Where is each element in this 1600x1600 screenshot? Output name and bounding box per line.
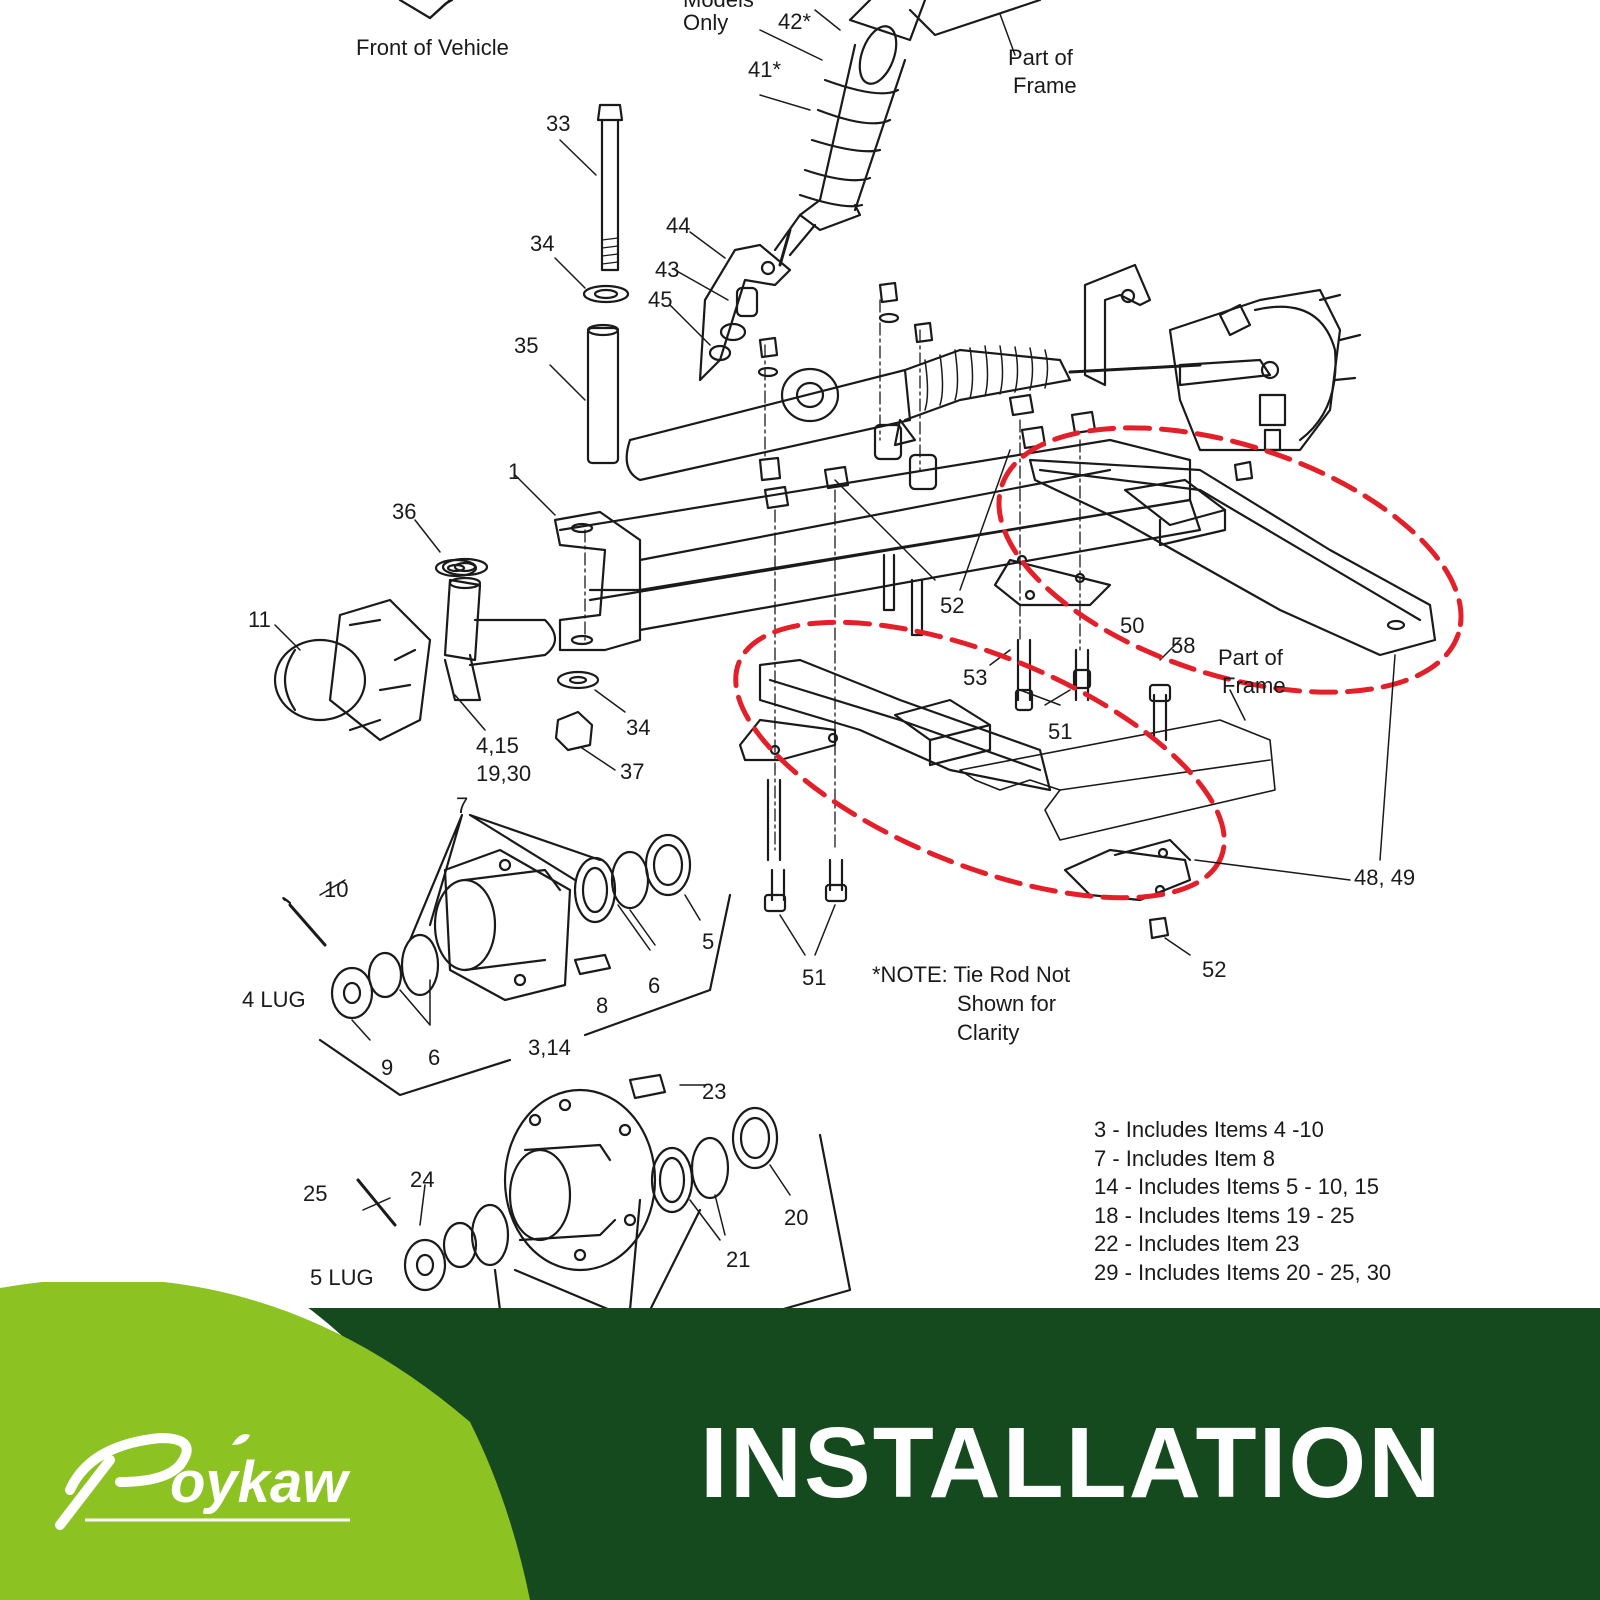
guide-lines xyxy=(584,299,1081,851)
hub-5-lug-assembly xyxy=(356,1073,852,1310)
callout-51-lower: 51 xyxy=(802,965,827,990)
callout-41: 41* xyxy=(748,57,782,82)
callout-4-15: 4,15 xyxy=(476,733,519,758)
includes-notes: 3 - Includes Items 4 -10 7 - Includes It… xyxy=(1094,1116,1391,1287)
callout-1: 1 xyxy=(508,459,521,484)
plate-50-lower xyxy=(738,718,839,762)
rack-bushings xyxy=(757,281,938,491)
note-line: 29 - Includes Items 20 - 25, 30 xyxy=(1094,1259,1392,1285)
callout-20: 20 xyxy=(784,1205,809,1230)
callout-51-upper: 51 xyxy=(1048,719,1073,744)
left-spindle-hub-11 xyxy=(273,557,557,742)
leaf-spring-lower xyxy=(758,658,1052,792)
callout-35: 35 xyxy=(514,333,539,358)
note-line: 3 - Includes Items 4 -10 xyxy=(1094,1117,1324,1142)
bolt-33 xyxy=(559,103,624,272)
models-only-label-top: Models xyxy=(683,0,754,12)
right-spindle xyxy=(1083,263,1362,482)
note-line: 14 - Includes Items 5 - 10, 15 xyxy=(1094,1174,1379,1199)
note-line: 18 - Includes Items 19 - 25 xyxy=(1094,1202,1355,1228)
callout-36: 36 xyxy=(392,499,417,524)
tie-rod-note-line-2: Shown for xyxy=(957,991,1057,1016)
callout-24: 24 xyxy=(410,1167,435,1192)
part-of-frame-top-1: Part of xyxy=(1008,45,1073,70)
hub-4-lug-assembly xyxy=(282,813,732,1097)
callout-33: 33 xyxy=(546,111,571,136)
callout-52-bottom: 52 xyxy=(1202,957,1227,982)
callout-52-mid: 52 xyxy=(940,593,965,618)
callout-3-14: 3,14 xyxy=(528,1035,571,1060)
bolts-51-53 xyxy=(763,553,1181,956)
callout-50: 50 xyxy=(1120,613,1145,638)
callout-5: 5 xyxy=(702,929,715,954)
callout-6-left: 6 xyxy=(428,1045,441,1070)
callout-43: 43 xyxy=(655,257,680,282)
callout-23: 23 xyxy=(702,1079,727,1104)
part-of-frame-mid-1: Part of xyxy=(1218,645,1283,670)
callout-53: 53 xyxy=(963,665,988,690)
callout-7: 7 xyxy=(456,793,469,818)
models-only-label: Only xyxy=(683,10,729,35)
callout-34-bottom: 34 xyxy=(626,715,651,740)
callout-25: 25 xyxy=(303,1181,328,1206)
front-of-vehicle-arrow xyxy=(398,0,454,20)
washer-34-top xyxy=(554,257,630,304)
callout-34-top: 34 xyxy=(530,231,555,256)
note-line: 22 - Includes Item 23 xyxy=(1094,1231,1300,1256)
note-line: 7 - Includes Item 8 xyxy=(1094,1145,1275,1171)
callout-8: 8 xyxy=(596,993,609,1018)
callout-10: 10 xyxy=(324,877,349,902)
part-of-frame-mid-2: Frame xyxy=(1222,673,1286,698)
front-axle-beam xyxy=(514,438,1202,652)
steering-rack xyxy=(625,345,1202,482)
spacer-35 xyxy=(549,323,620,465)
callout-19-30: 19,30 xyxy=(476,761,532,786)
callout-42: 42* xyxy=(778,9,812,34)
front-of-vehicle-label: Front of Vehicle xyxy=(356,35,509,60)
highlight-ovals xyxy=(733,425,1464,901)
callout-44: 44 xyxy=(666,213,691,238)
callout-48-49: 48, 49 xyxy=(1354,865,1416,890)
tie-rod-note: *NOTE: Tie Rod Not Shown for Clarity xyxy=(872,960,1070,1047)
frame-part-mid xyxy=(959,689,1276,841)
callout-4-lug: 4 LUG xyxy=(242,987,306,1012)
callout-6-right: 6 xyxy=(648,973,661,998)
callout-5-lug: 5 LUG xyxy=(310,1265,374,1290)
callout-11: 11 xyxy=(248,607,271,632)
tie-rod-note-line-1: *NOTE: Tie Rod Not xyxy=(872,962,1071,987)
steering-boot-41 xyxy=(759,0,927,267)
callout-58: 58 xyxy=(1171,633,1196,658)
callout-37: 37 xyxy=(620,759,645,784)
plate-bottom-right xyxy=(1063,838,1192,902)
roykaw-logo: oykaw xyxy=(55,1432,351,1530)
leaf-spring-top xyxy=(1028,458,1437,657)
tie-rod-note-line-3: Clarity xyxy=(957,1020,1020,1045)
callout-21: 21 xyxy=(726,1247,751,1272)
roykaw-logo-text: oykaw xyxy=(170,1450,351,1515)
callout-45: 45 xyxy=(648,287,673,312)
washers-34-36-37 xyxy=(414,519,626,771)
bracket-44 xyxy=(669,231,792,382)
callout-9: 9 xyxy=(381,1055,394,1080)
exploded-parts-diagram xyxy=(273,0,1464,1310)
installation-title: INSTALLATION xyxy=(700,1407,1443,1519)
leader-48-49 xyxy=(1194,654,1396,881)
part-of-frame-top-2: Frame xyxy=(1013,73,1077,98)
